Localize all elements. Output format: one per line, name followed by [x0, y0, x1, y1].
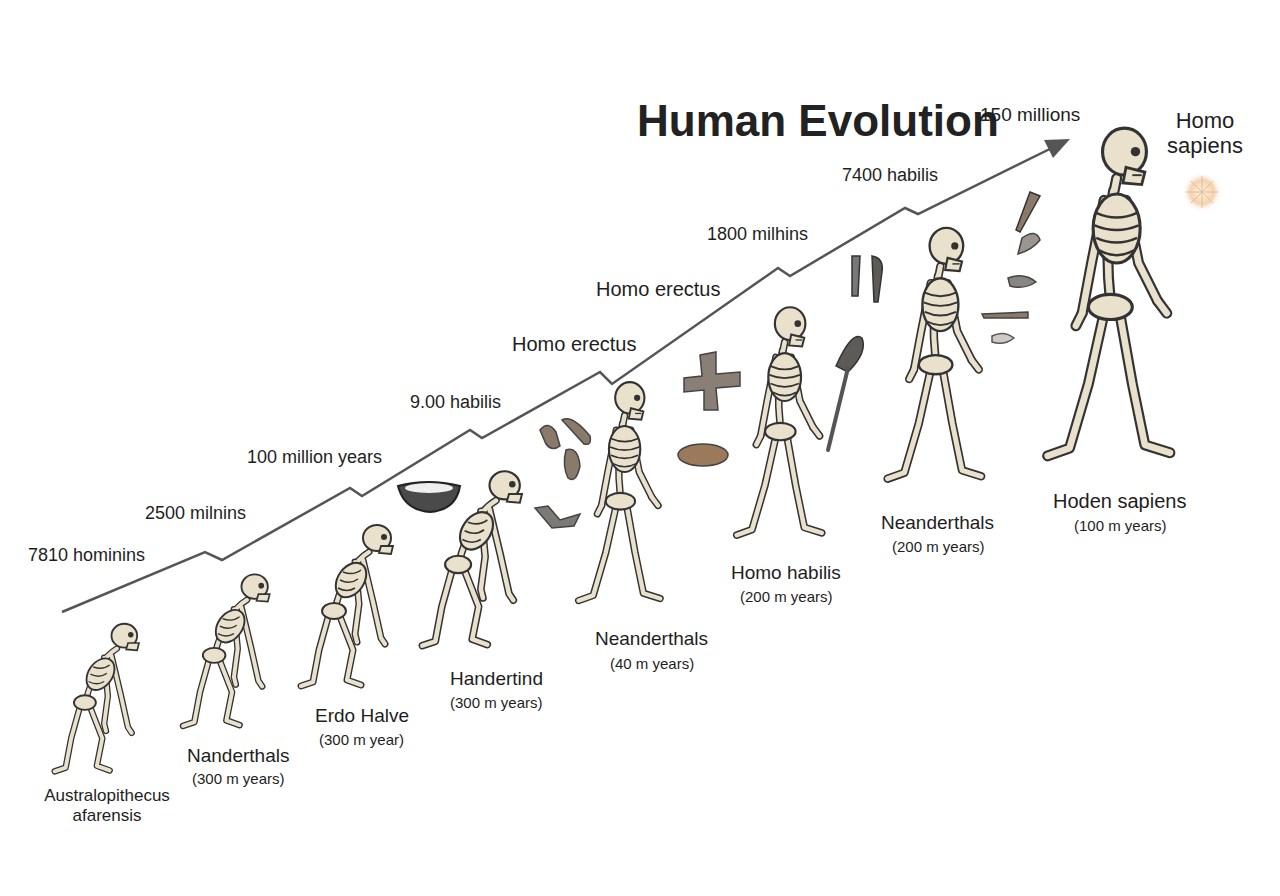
stage-label: 7400 habilis [842, 165, 938, 186]
stage-label: Homo habilis [731, 562, 841, 584]
diagram-title: Human Evolution [637, 96, 999, 147]
date-label: (300 m years) [192, 770, 285, 787]
stage-label: Homo erectus [596, 278, 721, 301]
date-label: (200 m years) [892, 538, 985, 555]
date-label: (300 m years) [450, 694, 543, 711]
stage-label: Hoden sapiens [1053, 490, 1186, 513]
stage-label: Erdo Halve [315, 705, 409, 727]
date-label: (40 m years) [610, 655, 694, 672]
stage-label: Homo erectus [512, 333, 637, 356]
stage-label: Neanderthals [595, 628, 708, 650]
timeline-arrowhead [1044, 139, 1070, 158]
stage-label: Neanderthals [881, 512, 994, 534]
date-label: (300 m year) [319, 731, 404, 748]
stage-label: 1800 milhins [707, 224, 808, 245]
stage-label: 100 million years [247, 447, 382, 468]
stage-label: Homo sapiens [1149, 108, 1261, 159]
stage-label: 9.00 habilis [410, 392, 501, 413]
stage-label: 150 millions [980, 104, 1080, 126]
stage-label: Australopithecus afarensis [29, 786, 185, 825]
hominin-skeletons [55, 128, 1222, 771]
timeline-line [62, 142, 1064, 612]
stage-label: Nanderthals [187, 745, 289, 767]
stage-label: 7810 hominins [28, 545, 145, 566]
stage-label: Handertind [450, 668, 543, 690]
date-label: (200 m years) [740, 588, 833, 605]
stage-label: 2500 milnins [145, 503, 246, 524]
date-label: (100 m years) [1074, 517, 1167, 534]
